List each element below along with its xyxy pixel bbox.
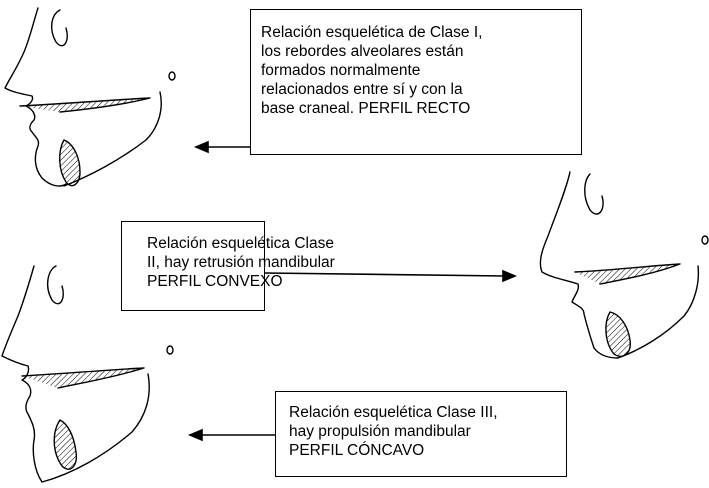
box-line: Relación esquelética de Clase I, <box>261 24 483 41</box>
arrow-class-1 <box>193 140 250 154</box>
box-line: Relación esquelética Clase III, <box>289 404 498 421</box>
profile-class-1 <box>4 7 176 187</box>
facial-outline-class-1 <box>4 7 67 187</box>
ear-point-class-3 <box>166 345 174 355</box>
ear-class-2 <box>584 173 604 215</box>
hard-palate-class-2 <box>574 263 681 285</box>
jaw-class-1 <box>63 91 162 187</box>
profile-class-2 <box>539 171 709 359</box>
box-line: base craneal. PERFIL RECTO <box>261 100 471 117</box>
arrow-class-3 <box>187 428 275 442</box>
box-line: PERFIL CÓNCAVO <box>289 442 425 459</box>
ear-point-class-2 <box>701 235 709 245</box>
ear-class-3 <box>46 265 64 305</box>
arrow-class-2 <box>264 269 518 283</box>
hard-palate-class-3 <box>21 367 145 389</box>
box-line: Relación esquelética Clase <box>147 235 334 252</box>
box-line: relacionados entre sí y con la <box>261 81 463 98</box>
description-box-class-1: Relación esquelética de Clase I, los reb… <box>250 9 582 155</box>
box-line: formados normalmente <box>261 62 421 79</box>
jaw-class-2 <box>617 265 700 359</box>
facial-outline-class-3 <box>1 265 43 483</box>
box-line: los rebordes alveolares están <box>261 43 464 60</box>
hard-palate-class-1 <box>19 97 151 113</box>
profile-class-3 <box>1 265 174 483</box>
box-line: PERFIL CONVEXO <box>147 273 283 290</box>
facial-outline-class-2 <box>539 171 619 359</box>
ear-point-class-1 <box>168 71 176 81</box>
mandible-class-3 <box>53 419 77 470</box>
description-box-class-3: Relación esquelética Clase III, hay prop… <box>275 391 567 477</box>
mandible-class-2 <box>605 311 631 358</box>
mandible-class-1 <box>59 139 81 187</box>
ear-class-1 <box>50 9 68 47</box>
description-box-class-2: Relación esquelética Clase II, hay retru… <box>121 221 335 311</box>
jaw-class-3 <box>41 373 150 483</box>
box-line: II, hay retrusión mandibular <box>147 254 335 271</box>
box-line: hay propulsión mandibular <box>289 423 471 440</box>
